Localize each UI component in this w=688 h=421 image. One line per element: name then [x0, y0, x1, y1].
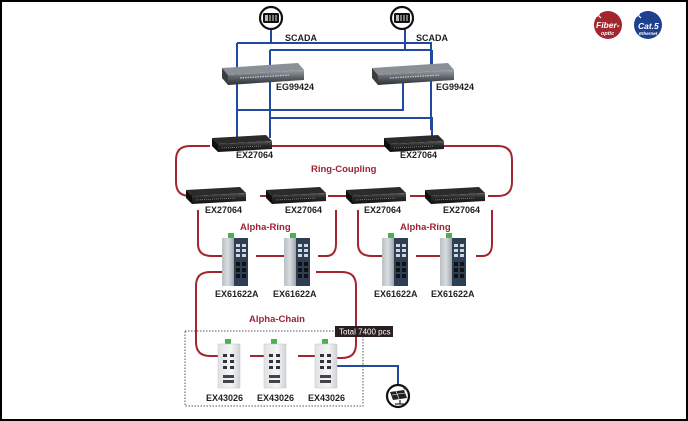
device-label: EX27064	[364, 205, 401, 215]
device-label: EX27064	[400, 150, 437, 160]
coupling-switch-2[interactable]: EX27064	[384, 135, 444, 160]
device-label: EX61622A	[215, 289, 259, 299]
svg-text:Cat.5: Cat.5	[638, 21, 659, 31]
ring-switch-2[interactable]: EX27064	[266, 187, 326, 215]
din-switch-icon	[382, 233, 408, 286]
device-label: EX27064	[443, 205, 480, 215]
ring-switch-3[interactable]: EX27064	[346, 187, 406, 215]
device-label: EX43026	[206, 393, 243, 403]
core-switch-2[interactable]: EG99424	[372, 63, 474, 92]
device-label: EG99424	[436, 82, 474, 92]
device-label: EX27064	[205, 205, 242, 215]
alpha-switch-2[interactable]: EX61622A	[273, 233, 317, 299]
din-switch-icon	[263, 339, 287, 389]
rack-switch-icon	[378, 70, 454, 85]
rack-switch-icon	[228, 70, 304, 85]
scada-label: SCADA	[416, 33, 449, 43]
chain-switch-1[interactable]: EX43026	[206, 339, 243, 403]
ring-switch-4[interactable]: EX27064	[425, 187, 485, 215]
group-label-alpha-ring-left: Alpha-Ring	[240, 222, 291, 233]
ethernet-link-solar	[336, 365, 399, 384]
legend-cat5-ethernet: Cat.5 Ethernet	[634, 11, 662, 39]
alpha-switch-3[interactable]: EX61622A	[374, 233, 418, 299]
scada-label: SCADA	[285, 33, 318, 43]
device-label: EX27064	[236, 150, 273, 160]
rack-switch-icon	[218, 141, 272, 152]
group-label-alpha-chain: Alpha-Chain	[249, 314, 305, 325]
coupling-switch-1[interactable]: EX27064	[212, 135, 273, 160]
rack-switch-icon	[431, 193, 485, 204]
svg-text:optic: optic	[601, 31, 614, 37]
group-label-ring-coupling: Ring-Coupling	[311, 164, 377, 175]
svg-text:Fiber-: Fiber-	[596, 20, 620, 30]
scada-node-1[interactable]: SCADA	[258, 5, 318, 43]
ring-switch-1[interactable]: EX27064	[186, 187, 246, 215]
chain-switch-3[interactable]: EX43026	[308, 339, 345, 403]
device-label: EG99424	[276, 82, 314, 92]
rack-switch-icon	[352, 193, 406, 204]
alpha-switch-4[interactable]: EX61622A	[431, 233, 475, 299]
legend-fiber-optic: Fiber- optic	[594, 11, 622, 39]
svg-text:Ethernet: Ethernet	[639, 31, 658, 36]
din-switch-icon	[440, 233, 466, 286]
device-label: EX43026	[257, 393, 294, 403]
rack-switch-icon	[390, 141, 444, 152]
chain-switch-2[interactable]: EX43026	[257, 339, 294, 403]
device-label: EX61622A	[273, 289, 317, 299]
din-switch-icon	[222, 233, 248, 286]
device-label: EX61622A	[374, 289, 418, 299]
group-label-alpha-ring-right: Alpha-Ring	[400, 222, 451, 233]
solar-endpoint[interactable]	[385, 383, 411, 409]
din-switch-icon	[217, 339, 241, 389]
device-label: EX27064	[285, 205, 322, 215]
rack-switch-icon	[192, 193, 246, 204]
core-switch-1[interactable]: EG99424	[222, 63, 314, 92]
alpha-switch-1[interactable]: EX61622A	[215, 233, 259, 299]
scada-node-2[interactable]: SCADA	[389, 5, 449, 43]
device-label: EX61622A	[431, 289, 475, 299]
device-label: EX43026	[308, 393, 345, 403]
rack-switch-icon	[272, 193, 326, 204]
din-switch-icon	[284, 233, 310, 286]
chain-group-box	[184, 330, 364, 407]
svg-text:Total 7400 pcs: Total 7400 pcs	[339, 328, 391, 337]
total-badge: Total 7400 pcs	[335, 326, 393, 337]
din-switch-icon	[314, 339, 338, 389]
